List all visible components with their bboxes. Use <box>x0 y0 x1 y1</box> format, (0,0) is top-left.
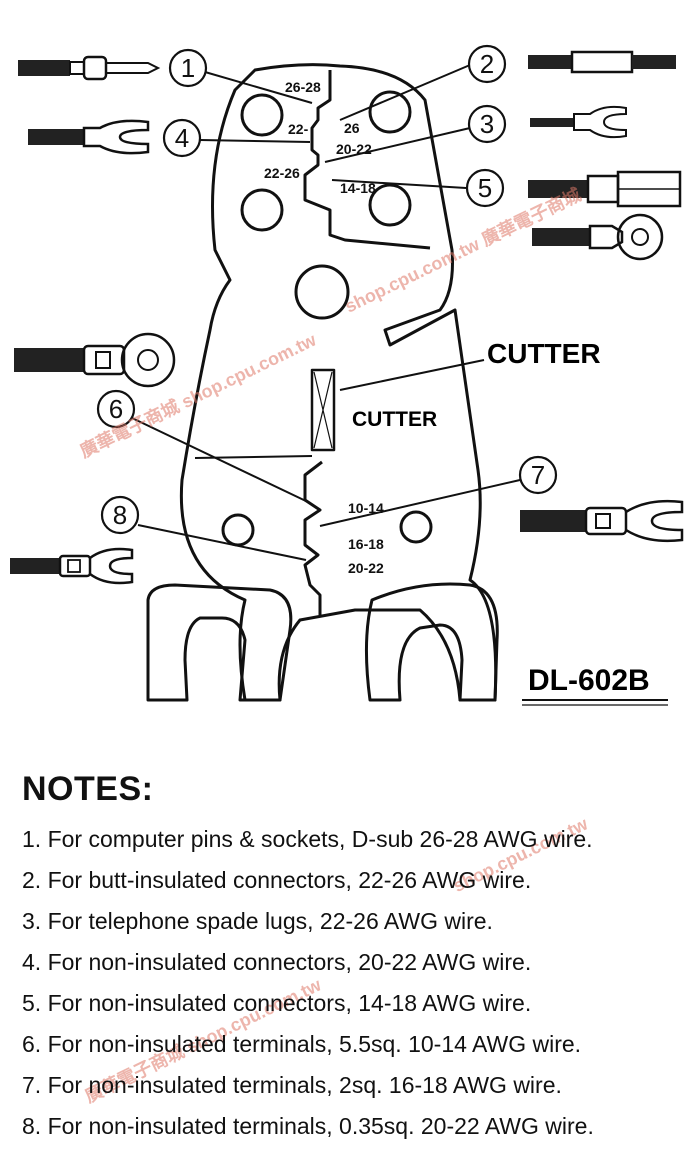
callout-circle-3 <box>467 104 507 144</box>
screw-1 <box>240 93 284 137</box>
callout-circle-6 <box>96 389 136 429</box>
cutter-leader <box>339 359 485 391</box>
callout-5: 5 <box>478 173 492 203</box>
callout-2: 2 <box>480 49 494 79</box>
cutter-label-inner: CUTTER <box>352 408 437 431</box>
callout-circle-2 <box>467 44 507 84</box>
rivet-right <box>399 510 433 544</box>
tool-head-outline <box>179 63 498 702</box>
slot-label-16-18: 16-18 <box>348 536 384 552</box>
note-item: 4. For non-insulated connectors, 20-22 A… <box>22 949 532 975</box>
right-handle-grip <box>364 582 499 702</box>
notes-section: NOTES: 1. For computer pins & sockets, D… <box>22 770 692 1147</box>
slot-label-22: 22- <box>288 121 309 137</box>
callout-7: 7 <box>531 460 545 490</box>
callout-circle-7 <box>518 455 558 495</box>
callout-4: 4 <box>175 123 189 153</box>
callout-circle-5 <box>465 168 505 208</box>
note-item: 6. For non-insulated terminals, 5.5sq. 1… <box>22 1031 582 1057</box>
callout-6: 6 <box>109 394 123 424</box>
rivet-left <box>221 513 255 547</box>
slot-label-14-18: 14-18 <box>340 180 376 196</box>
note-item: 2. For butt-insulated connectors, 22-26 … <box>22 867 532 893</box>
screw-2 <box>368 90 412 134</box>
quick-disconnect-icon <box>528 170 682 208</box>
jaw-gap-line <box>303 70 431 250</box>
pin-connector-icon <box>18 55 161 81</box>
callout-1: 1 <box>181 53 195 83</box>
screw-4 <box>368 183 412 227</box>
notes-list: 1. For computer pins & sockets, D-sub 26… <box>22 819 692 1147</box>
callout-circle-4 <box>162 118 202 158</box>
callout-8: 8 <box>113 500 127 530</box>
callout-3: 3 <box>480 109 494 139</box>
model-number: DL-602B <box>528 664 650 697</box>
left-handle-grip <box>146 583 293 702</box>
notes-title: NOTES: <box>22 770 154 808</box>
note-item: 3. For telephone spade lugs, 22-26 AWG w… <box>22 908 493 934</box>
insulated-spade-terminal-icon-left <box>10 547 134 585</box>
telephone-spade-lug-icon <box>530 105 627 139</box>
crimper-diagram: 26-28 22- 26 20-22 22-26 14-18 10-14 16-… <box>10 44 684 706</box>
slot-label-26: 26 <box>344 120 360 136</box>
slot-label-10-14: 10-14 <box>348 500 384 516</box>
slot-label-26-28: 26-28 <box>285 79 321 95</box>
slot-label-22-26: 22-26 <box>264 165 300 181</box>
ring-terminal-icon-top <box>532 213 664 261</box>
butt-connector-icon <box>528 50 676 74</box>
callout-circle-1 <box>168 48 208 88</box>
callout-circle-8 <box>100 495 140 535</box>
lower-jaw-gap-line <box>303 460 323 615</box>
cutter-hatch <box>313 371 333 449</box>
spade-terminal-icon <box>28 119 150 155</box>
pivot-bolt <box>294 264 350 320</box>
note-item: 5. For non-insulated connectors, 14-18 A… <box>22 990 532 1016</box>
screw-3 <box>240 188 284 232</box>
slot-label-20-22-bottom: 20-22 <box>348 560 384 576</box>
cutter-block <box>310 368 336 452</box>
note-item: 8. For non-insulated terminals, 0.35sq. … <box>22 1113 594 1139</box>
insulated-ring-terminal-icon <box>14 332 176 388</box>
note-item: 1. For computer pins & sockets, D-sub 26… <box>22 826 593 852</box>
cutter-label-outer: CUTTER <box>487 338 601 369</box>
insulated-spade-terminal-icon-right <box>520 499 684 543</box>
note-item: 7. For non-insulated terminals, 2sq. 16-… <box>22 1072 562 1098</box>
